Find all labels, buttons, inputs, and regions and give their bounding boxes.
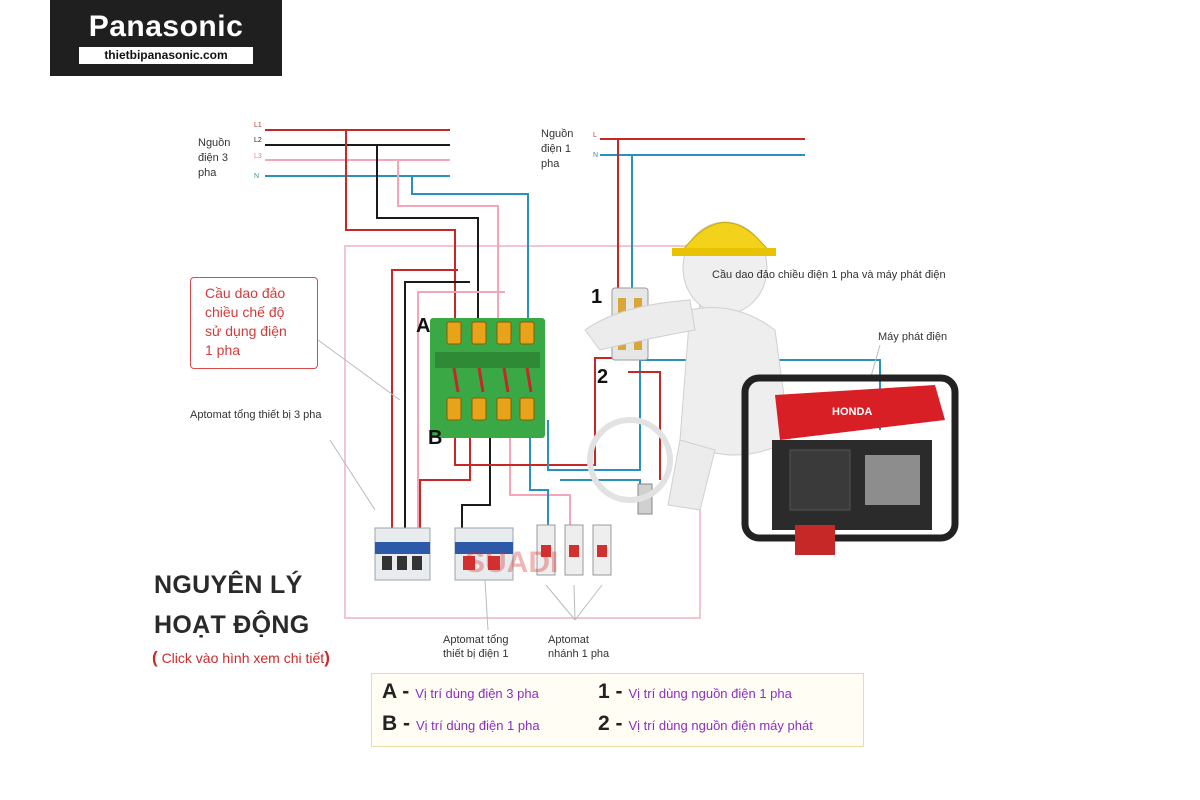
legend-item-2: 2 - Vị trí dùng nguồn điện máy phát [598, 712, 813, 736]
callout-line-1: Cầu dao đảo [205, 285, 286, 301]
legend-key-2: 2 - [598, 712, 623, 735]
wire-gen-red [628, 371, 661, 480]
src1-label-2: điện 1 [541, 143, 571, 155]
main-breaker-1p [454, 527, 514, 581]
legend-text-a: Vị trí dùng điện 3 pha [415, 686, 539, 701]
src1-label-3: pha [541, 158, 560, 170]
click-note[interactable]: ( Click vào hình xem chi tiết) [152, 648, 330, 668]
marker-a: A [416, 315, 430, 337]
callout-line-3: sử dụng điện [205, 323, 287, 339]
legend-key-b: B - [382, 712, 410, 735]
three-phase-bus [265, 129, 450, 177]
branch-breakers [536, 524, 612, 576]
title-line-2: HOẠT ĐỘNG [154, 611, 310, 639]
wire-a-black [404, 281, 470, 530]
main-breaker-3p [374, 527, 431, 581]
marker-b: B [428, 427, 442, 449]
tag-l2: L2 [254, 137, 262, 144]
src3-label-3: pha [198, 167, 217, 179]
label-main-breaker-1p-l2: thiết bị điện 1 [443, 648, 509, 660]
callout-line-4: 1 pha [205, 342, 241, 358]
tag-l1: L1 [254, 122, 262, 129]
src3-label-2: điện 3 [198, 152, 228, 164]
generator-brand: HONDA [832, 406, 872, 418]
changeover-switch-3p [430, 318, 545, 438]
legend-text-2: Vị trí dùng nguồn điện máy phát [628, 718, 813, 733]
click-note-open: ( [152, 648, 158, 667]
label-main-breaker-3p: Aptomat tổng thiết bị 3 pha [190, 409, 322, 421]
click-note-close: ) [324, 648, 330, 667]
callout-line-2: chiều chế độ [205, 304, 285, 320]
wire-b-blue [529, 420, 549, 525]
label-generator: Máy phát điện [878, 331, 948, 343]
click-note-text: Click vào hình xem chi tiết [161, 650, 325, 666]
legend-text-b: Vị trí dùng điện 1 pha [416, 718, 540, 733]
legend-text-1: Vị trí dùng nguồn điện 1 pha [628, 686, 792, 701]
label-branch-breaker-l1: Aptomat [548, 634, 589, 646]
generator-icon: HONDA [741, 374, 959, 555]
label-branch-breaker-l2: nhánh 1 pha [548, 648, 610, 660]
wire-l3-drop [397, 160, 499, 318]
legend-item-b: B - Vị trí dùng điện 1 pha [382, 712, 540, 736]
wire-a-pink [417, 291, 505, 530]
legend-box: A - Vị trí dùng điện 3 pha 1 - Vị trí dùng… [371, 673, 864, 747]
tag-l: L [593, 132, 597, 139]
wire-l2-drop [376, 145, 479, 318]
marker-1: 1 [591, 286, 602, 308]
title-line-1: NGUYÊN LÝ [154, 571, 303, 599]
tag-l3: L3 [254, 153, 262, 160]
wire-a-red [391, 269, 458, 530]
wire-sw-red [454, 357, 625, 466]
label-main-breaker-1p: Aptomat tổng thiết bị điện 1 [443, 633, 508, 661]
label-changeover-1p: Cầu dao đảo chiều điện 1 pha và máy phát… [712, 269, 946, 281]
single-phase-bus [600, 138, 805, 156]
wire-n-drop [411, 176, 529, 318]
wire-b-black [461, 420, 491, 530]
tag-n-1p: N [593, 152, 598, 159]
wire-b-red [419, 420, 471, 530]
src1-label-1: Nguồn [541, 128, 573, 140]
worker-figure-icon [584, 221, 791, 511]
logo-brand: Panasonic [88, 10, 244, 43]
marker-2: 2 [597, 366, 608, 388]
wire-b-pink [509, 420, 571, 525]
watermark-text: SUADI [465, 546, 558, 579]
src3-label-1: Nguồn [198, 137, 230, 149]
legend-key-a: A - [382, 680, 410, 703]
label-branch-breaker: Aptomat nhánh 1 pha [548, 633, 609, 661]
tag-n: N [254, 173, 259, 180]
callout-changeover-note: Cầu dao đảo chiều chế độ sử dụng điện 1 … [190, 277, 318, 369]
legend-item-1: 1 - Vị trí dùng nguồn điện 1 pha [598, 680, 792, 704]
label-main-breaker-1p-l1: Aptomat tổng [443, 634, 509, 646]
legend-item-a: A - Vị trí dùng điện 3 pha [382, 680, 539, 704]
logo-site: thietbipanasonic.com [79, 47, 253, 64]
page-title: NGUYÊN LÝ HOẠT ĐỘNG [154, 565, 309, 645]
wire-l1-drop [345, 130, 456, 318]
panasonic-logo[interactable]: Panasonic thietbipanasonic.com [50, 0, 282, 76]
legend-key-1: 1 - [598, 680, 623, 703]
